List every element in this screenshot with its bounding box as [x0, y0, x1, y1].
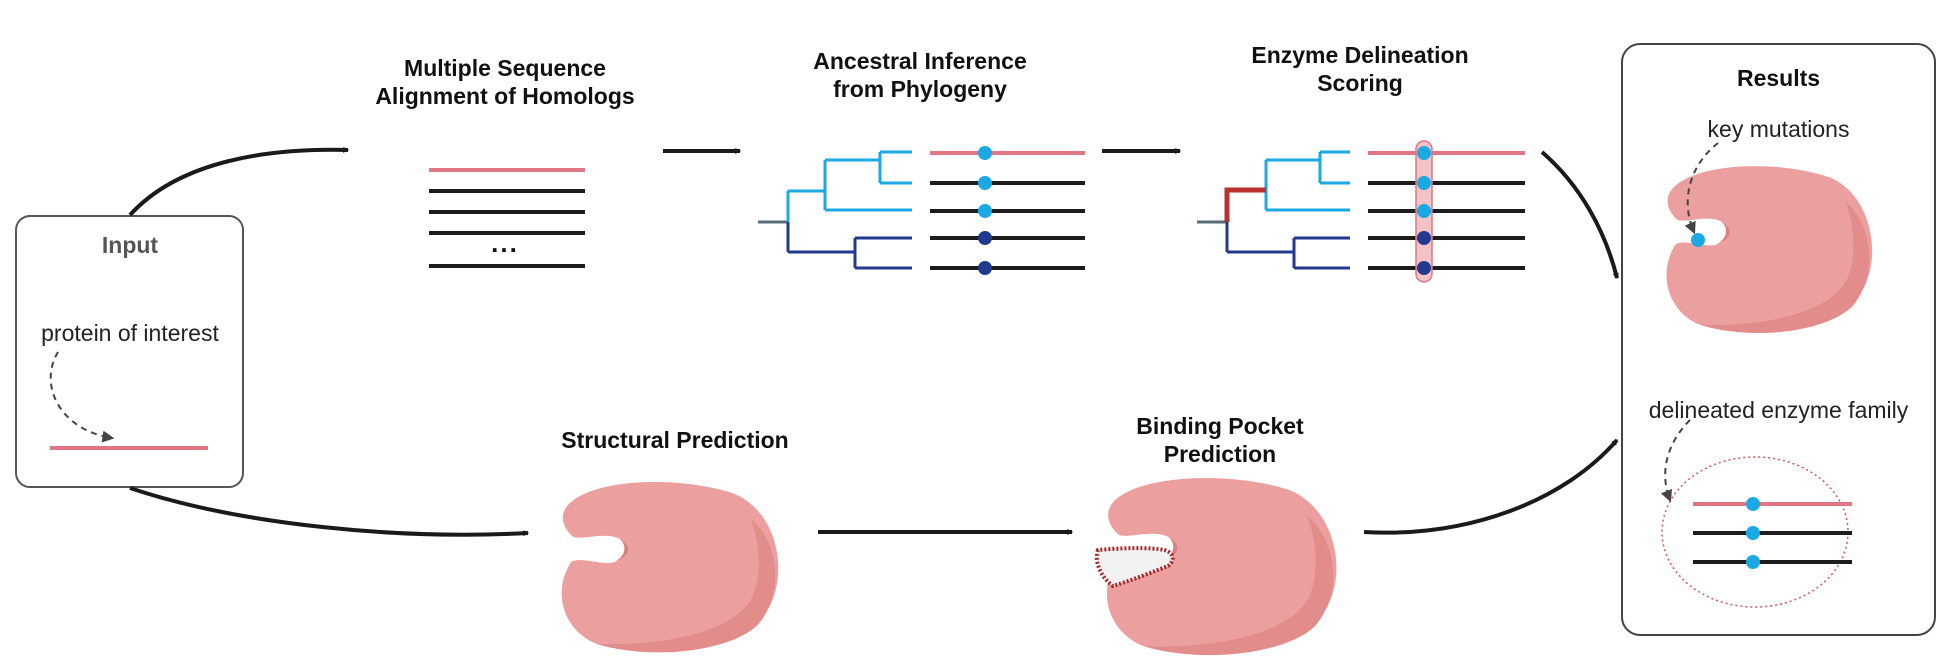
- residue-dot: [978, 176, 992, 190]
- tree-ancestral-branch: [1224, 187, 1266, 222]
- asr-title-line1: Ancestral Inference: [813, 48, 1027, 74]
- arrow-eds-to-results: [1540, 150, 1619, 280]
- arrow-pocket-to-results: [1363, 438, 1619, 535]
- input-note: protein of interest: [41, 320, 219, 346]
- pocket-title-line1: Binding Pocket: [1136, 413, 1304, 439]
- msa-title-line1: Multiple Sequence: [404, 55, 606, 81]
- eds-phylogeny-tree: [1197, 150, 1350, 270]
- residue-dot: [1417, 261, 1431, 275]
- binding-pocket: [1094, 546, 1175, 589]
- arrow-input-to-msa: [128, 146, 350, 217]
- results-protein: [1666, 166, 1873, 334]
- tree-light-clade: [786, 150, 912, 222]
- msa-title: Multiple Sequence Alignment of Homologs: [340, 55, 670, 110]
- asr-title-line2: from Phylogeny: [833, 75, 1007, 102]
- residue-dot: [1417, 146, 1431, 160]
- structure-title: Structural Prediction: [561, 427, 789, 453]
- msa-alignment: [429, 168, 585, 268]
- residue-dot: [978, 231, 992, 245]
- residue-dot: [1417, 176, 1431, 190]
- eds-sequences: [1368, 140, 1525, 283]
- msa-ellipsis: ...: [491, 228, 519, 258]
- key-mutation-dot: [1691, 233, 1705, 247]
- results-title: Results: [1736, 65, 1821, 91]
- asr-phylogeny-tree: [758, 150, 912, 270]
- residue-dot: [1417, 231, 1431, 245]
- residue-dot: [1746, 555, 1760, 569]
- residue-dot: [1746, 497, 1760, 511]
- results-note-mutations: key mutations: [1707, 116, 1850, 142]
- eds-title: Enzyme Delineation Scoring: [1210, 42, 1510, 97]
- residue-dot: [978, 204, 992, 218]
- residue-dot: [1746, 526, 1760, 540]
- msa-title-line2: Alignment of Homologs: [375, 82, 635, 109]
- arrow-input-to-structure: [129, 486, 530, 537]
- input-title: Input: [101, 232, 159, 258]
- results-note-family: delineated enzyme family: [1648, 397, 1909, 423]
- asr-sequences: [930, 146, 1085, 275]
- input-box: [15, 215, 244, 488]
- asr-title: Ancestral Inference from Phylogeny: [770, 48, 1070, 103]
- key-mutation-pointer: [1684, 142, 1719, 235]
- input-pointer-arrow: [49, 351, 115, 443]
- residue-dot: [978, 261, 992, 275]
- tree-light-clade: [1264, 150, 1350, 212]
- residue-dot: [1417, 204, 1431, 218]
- tree-dark-clade: [1225, 222, 1350, 270]
- pocket-title-line2: Prediction: [1163, 440, 1277, 467]
- tree-dark-clade: [786, 222, 912, 270]
- eds-title-line1: Enzyme Delineation: [1251, 42, 1469, 68]
- residue-dot: [978, 146, 992, 160]
- family-pointer: [1660, 419, 1691, 503]
- pocket-title: Binding Pocket Prediction: [1080, 413, 1360, 468]
- eds-title-line2: Scoring: [1317, 69, 1403, 96]
- predicted-structure-protein: [561, 482, 779, 653]
